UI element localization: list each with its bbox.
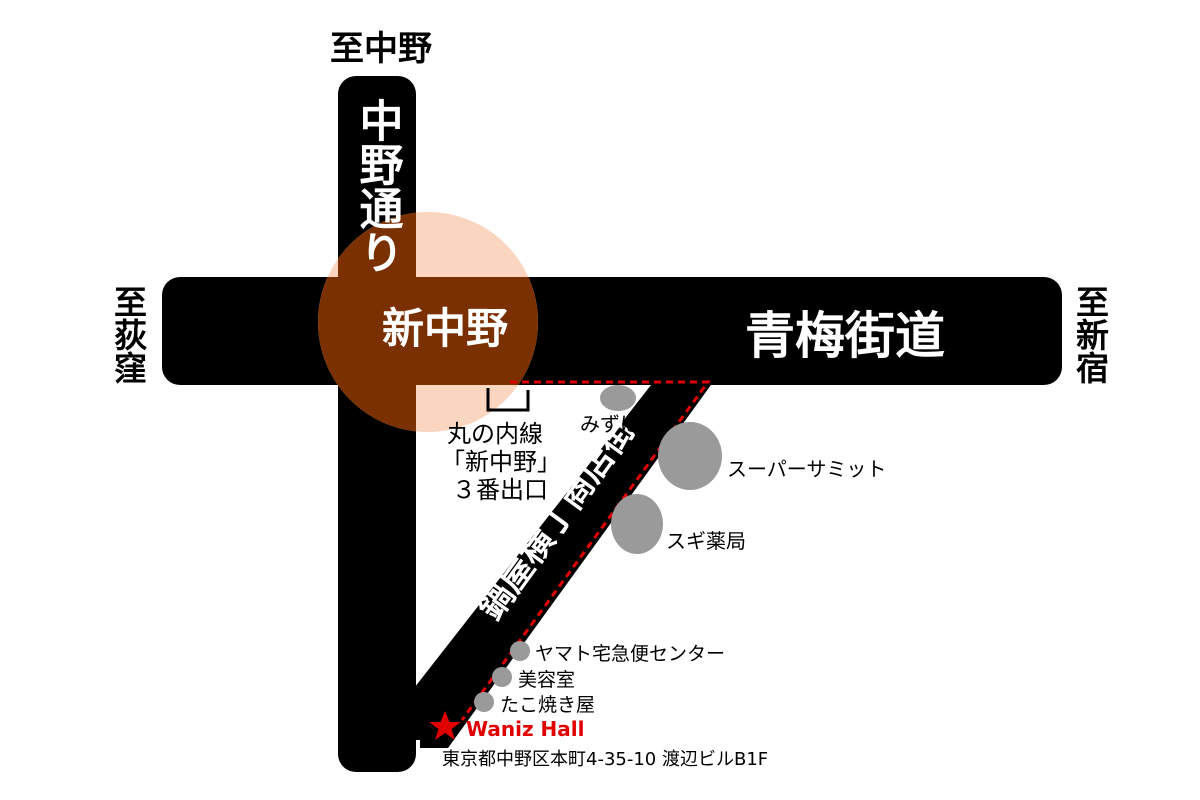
summit-marker	[658, 422, 722, 490]
venue-name-label: Waniz Hall	[466, 717, 585, 741]
yamato-marker	[510, 641, 530, 661]
direction-north-label: 至中野	[330, 29, 432, 69]
takoyaki-marker	[474, 692, 494, 712]
summit-label: スーパーサミット	[727, 457, 886, 481]
route-line	[460, 380, 711, 721]
venue-star-icon	[429, 711, 461, 740]
sugi-marker	[611, 494, 663, 554]
station-exit-marker	[486, 388, 530, 412]
biyoushitsu-label: 美容室	[518, 669, 575, 691]
station-exit-line3: ３番出口	[452, 476, 548, 504]
yamato-label: ヤマト宅急便センター	[535, 643, 725, 665]
sugi-label: スギ薬局	[666, 529, 746, 553]
biyoushitsu-marker	[492, 667, 512, 687]
direction-east-label: 至新宿	[1071, 285, 1110, 384]
takoyaki-label: たこ焼き屋	[500, 694, 595, 716]
direction-west-label: 至荻窪	[109, 285, 148, 384]
mizuho-marker	[600, 385, 636, 411]
shotengai-road-body	[411, 385, 705, 740]
nakano-dori-label: 中野通り	[352, 98, 404, 274]
mizuho-label: みずほ	[580, 412, 640, 436]
venue-address-label: 東京都中野区本町4-35-10 渡辺ビルB1F	[442, 749, 768, 770]
station-exit-line2: 「新中野」	[441, 448, 561, 476]
station-exit-line1: 丸の内線	[447, 420, 543, 448]
ome-kaido-label: 青梅街道	[745, 307, 945, 365]
station-name-label: 新中野	[382, 304, 508, 353]
